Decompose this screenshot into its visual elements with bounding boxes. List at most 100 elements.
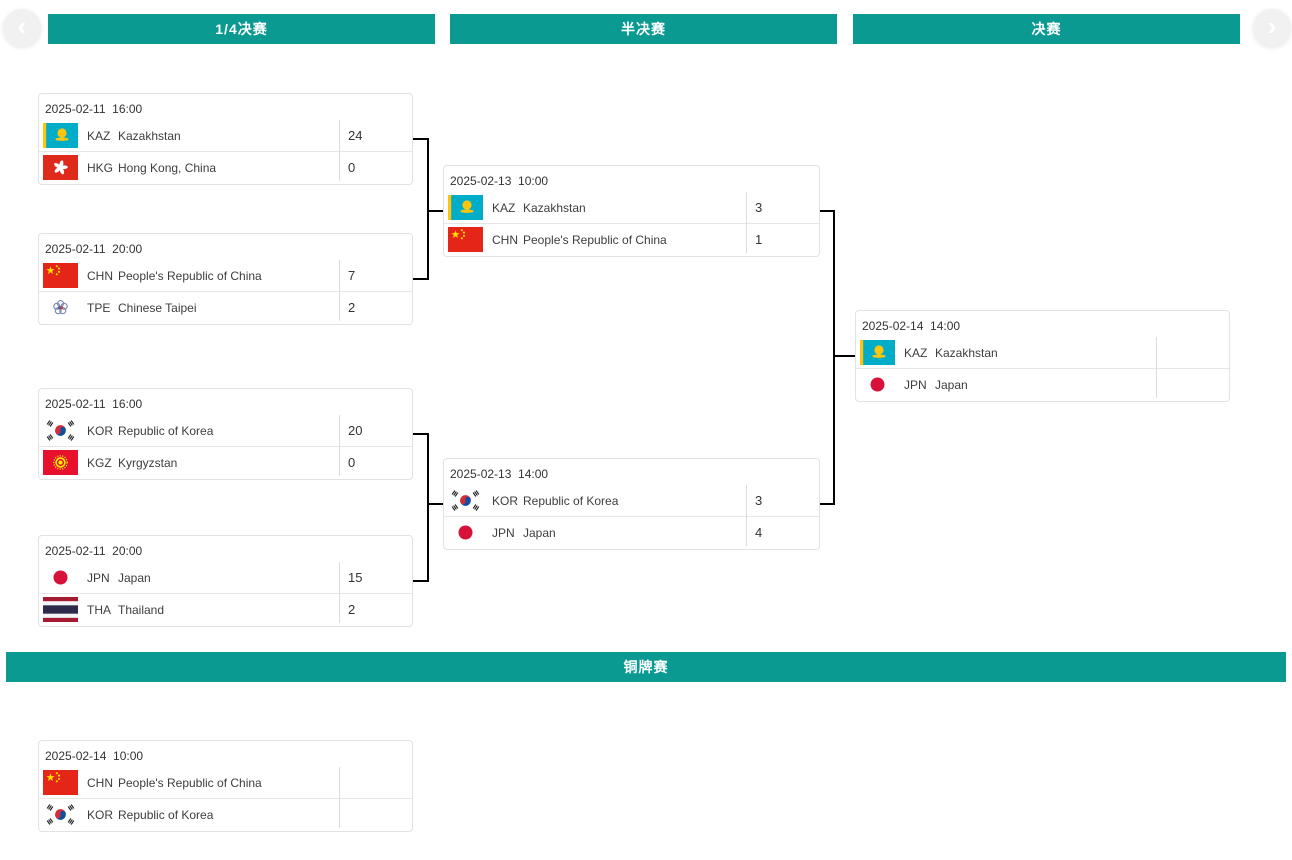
round-header-final: 决赛 [853,14,1240,44]
team-score: 3 [755,200,763,215]
next-round-button[interactable]: › [1253,9,1291,47]
score-divider [1156,337,1157,398]
team-name: Republic of Korea [523,493,619,508]
match-card-bronze[interactable]: 2025-02-14 10:00 CHN People's Republic o… [38,740,413,832]
score-divider [339,415,340,476]
team-row-home: KAZ Kazakhstan 3 [444,192,819,223]
team-name: Republic of Korea [118,423,214,438]
score-divider [339,767,340,828]
team-name: People's Republic of China [118,775,262,790]
flag-tha-icon [43,597,78,622]
team-name: People's Republic of China [118,268,262,283]
match-datetime: 2025-02-11 16:00 [45,102,143,116]
flag-kor-icon [43,802,78,827]
score-divider [339,120,340,181]
team-row-home: KAZ Kazakhstan [856,337,1229,368]
team-row-away: TPE Chinese Taipei 2 [39,291,412,323]
team-row-home: KOR Republic of Korea 20 [39,415,412,446]
match-datetime: 2025-02-14 14:00 [862,319,961,333]
flag-chn-icon [43,263,78,288]
match-card-final[interactable]: 2025-02-14 14:00 KAZ Kazakhstan JPN Japa… [855,310,1230,402]
flag-kaz-icon [860,340,895,365]
prev-round-button[interactable]: ‹ [3,9,41,47]
score-divider [339,562,340,623]
team-code: KAZ [87,128,111,143]
team-name: Kazakhstan [935,345,998,360]
match-datetime: 2025-02-13 14:00 [450,467,549,481]
team-row-away: KGZ Kyrgyzstan 0 [39,446,412,478]
match-card-sf1[interactable]: 2025-02-13 10:00 KAZ Kazakhstan 3 CHN Pe… [443,165,820,257]
team-score: 7 [348,268,356,283]
team-code: KOR [87,807,114,822]
team-name: Thailand [118,602,165,617]
connector-line [835,355,855,357]
team-code: CHN [87,268,113,283]
flag-kgz-icon [43,450,78,475]
match-datetime: 2025-02-11 20:00 [45,544,143,558]
team-name: Kazakhstan [523,200,586,215]
flag-kor-icon [43,418,78,443]
team-code: KOR [87,423,114,438]
connector-line [427,138,429,280]
flag-jpn-icon [860,372,895,397]
team-code: KGZ [87,455,112,470]
team-row-away: THA Thailand 2 [39,593,412,625]
connector-line [427,503,443,505]
team-score: 20 [348,423,363,438]
match-card-qf4[interactable]: 2025-02-11 20:00 JPN Japan 15 THA Thaila… [38,535,413,627]
team-code: JPN [492,525,515,540]
connector-line [427,210,443,212]
round-header-bronze: 铜牌赛 [6,652,1286,682]
match-datetime: 2025-02-11 16:00 [45,397,143,411]
match-card-qf3[interactable]: 2025-02-11 16:00 KOR Republic of Korea 2… [38,388,413,480]
team-row-away: JPN Japan 4 [444,516,819,548]
team-code: TPE [87,300,111,315]
team-name: Kyrgyzstan [118,455,178,470]
connector-line [833,210,835,505]
connector-line [427,433,429,582]
team-score: 2 [348,602,356,617]
connector-line [413,580,427,582]
team-score: 2 [348,300,356,315]
team-name: Japan [935,377,968,392]
flag-chn-icon [448,227,483,252]
team-row-home: CHN People's Republic of China 7 [39,260,412,291]
team-score: 0 [348,455,356,470]
team-row-home: KOR Republic of Korea 3 [444,485,819,516]
team-code: CHN [87,775,113,790]
flag-tpe-icon [43,295,78,320]
team-name: Japan [523,525,556,540]
team-code: THA [87,602,111,617]
team-score: 0 [348,160,356,175]
team-code: JPN [904,377,927,392]
team-code: KOR [492,493,519,508]
team-name: People's Republic of China [523,232,667,247]
connector-line [413,433,427,435]
team-row-away: HKG Hong Kong, China 0 [39,151,412,183]
match-card-qf1[interactable]: 2025-02-11 16:00 KAZ Kazakhstan 24 HKG H… [38,93,413,185]
team-score: 4 [755,525,763,540]
match-datetime: 2025-02-14 10:00 [45,749,144,763]
connector-line [820,503,835,505]
team-code: CHN [492,232,518,247]
team-row-home: KAZ Kazakhstan 24 [39,120,412,151]
team-score: 3 [755,493,763,508]
flag-kaz-icon [448,195,483,220]
match-card-qf2[interactable]: 2025-02-11 20:00 CHN People's Republic o… [38,233,413,325]
chevron-left-icon: ‹ [17,11,27,41]
connector-line [413,138,427,140]
flag-jpn-icon [43,565,78,590]
team-name: Republic of Korea [118,807,214,822]
round-header-semifinal: 半决赛 [450,14,837,44]
team-code: JPN [87,570,110,585]
flag-chn-icon [43,770,78,795]
team-code: HKG [87,160,114,175]
flag-kor-icon [448,488,483,513]
team-score: 1 [755,232,763,247]
team-name: Chinese Taipei [118,300,197,315]
team-name: Japan [118,570,151,585]
match-card-sf2[interactable]: 2025-02-13 14:00 KOR Republic of Korea 3… [443,458,820,550]
team-code: KAZ [492,200,516,215]
team-name: Hong Kong, China [118,160,217,175]
